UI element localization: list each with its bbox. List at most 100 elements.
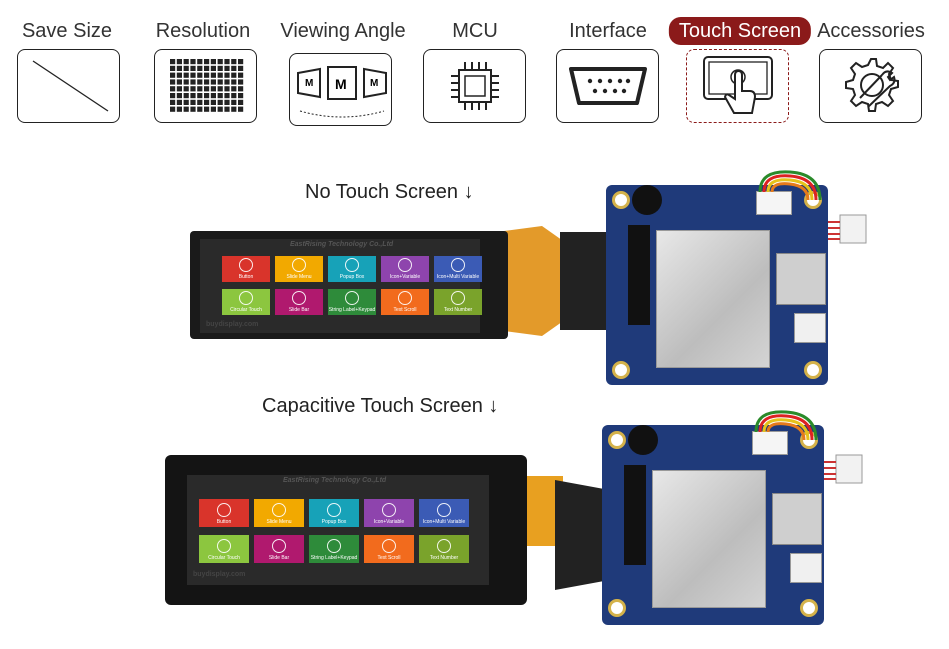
header-connector: [756, 191, 792, 215]
grid-pixel: [217, 72, 223, 78]
grid-pixel: [237, 65, 243, 71]
grid-pixel: [196, 86, 202, 92]
grid-pixel: [196, 72, 202, 78]
mount-hole: [804, 361, 822, 379]
lcd-tile: Icon+Variable: [364, 499, 414, 527]
grid-pixel: [210, 93, 216, 99]
grid-pixel: [230, 72, 236, 78]
grid-pixel: [189, 72, 196, 78]
tab-resolution[interactable]: [154, 49, 257, 123]
grid-pixel: [203, 72, 209, 78]
lcd-tile: String Label+Keypad: [328, 289, 376, 315]
grid-pixel: [237, 72, 243, 78]
grid-pixel: [230, 86, 236, 92]
grid-pixel: [176, 106, 182, 112]
wire-harness: [754, 410, 863, 484]
tab-accessories[interactable]: [819, 49, 922, 123]
grid-pixel: [223, 99, 230, 105]
tab-interface[interactable]: [556, 49, 659, 123]
grid-pixel: [210, 86, 216, 92]
pcb-board: [602, 425, 824, 625]
tile-icon: [239, 258, 253, 272]
tile-icon: [239, 291, 253, 305]
grid-pixel: [237, 86, 243, 92]
tile-label: Icon+Variable: [389, 274, 421, 280]
grid-pixel: [169, 86, 175, 92]
mount-hole: [800, 599, 818, 617]
tab-interface-label[interactable]: Interface: [569, 20, 647, 42]
grid-pixel: [230, 65, 236, 71]
grid-pixel: [189, 99, 196, 105]
lcd-tile: Text Scroll: [381, 289, 429, 315]
tile-label: Icon+Variable: [373, 519, 405, 525]
tile-icon: [272, 539, 286, 553]
grid-pixel: [183, 106, 189, 112]
grid-pixel: [189, 65, 196, 71]
tile-icon: [345, 291, 359, 305]
buzzer: [632, 185, 662, 215]
tab-save-size[interactable]: [17, 49, 120, 123]
tile-label: Text Number: [429, 555, 459, 561]
grid-pixel: [210, 59, 216, 65]
wire-harness: [758, 170, 867, 244]
fpc-connector: [628, 225, 650, 325]
tab-mcu[interactable]: [423, 49, 526, 123]
lcd-tile: Icon+Variable: [381, 256, 429, 282]
tab-accessories-label[interactable]: Accessories: [817, 20, 925, 42]
grid-pixel: [210, 79, 216, 85]
grid-pixel: [223, 86, 230, 92]
tab-touch-screen-label[interactable]: Touch Screen: [668, 17, 812, 45]
header-connector: [752, 431, 788, 455]
lcd-tile: Icon+Multi Variable: [419, 499, 469, 527]
tile-icon: [292, 291, 306, 305]
pcb-board: [606, 185, 828, 385]
tile-label: String Label+Keypad: [310, 555, 358, 561]
grid-pixel: [176, 93, 182, 99]
grid-pixel: [183, 72, 189, 78]
tile-icon: [437, 539, 451, 553]
grid-pixel: [230, 93, 236, 99]
grid-pixel: [217, 79, 223, 85]
grid-pixel: [217, 93, 223, 99]
grid-pixel: [210, 99, 216, 105]
lcd-tile: Button: [199, 499, 249, 527]
lcd-title: EastRising Technology Co.,Ltd: [283, 477, 387, 484]
grid-pixel: [183, 86, 189, 92]
tab-viewing-angle-label[interactable]: Viewing Angle: [280, 20, 406, 42]
tile-label: Circular Touch: [208, 555, 240, 561]
tab-viewing-angle[interactable]: M M M: [289, 53, 392, 126]
serial-port-icon: [568, 67, 647, 105]
tab-save-size-label[interactable]: Save Size: [21, 20, 113, 42]
grid-pixel: [196, 99, 202, 105]
grid-pixel: [189, 59, 196, 65]
grid-pixel: [203, 86, 209, 92]
tile-icon: [398, 291, 412, 305]
tab-touch-screen[interactable]: [686, 49, 789, 123]
tile-label: Popup Box: [339, 274, 365, 280]
metal-shield: [652, 470, 766, 608]
tab-resolution-label[interactable]: Resolution: [155, 20, 251, 42]
mount-hole: [608, 431, 626, 449]
grid-pixel: [223, 72, 230, 78]
lcd-tile: Circular Touch: [222, 289, 270, 315]
tile-icon: [217, 503, 231, 517]
fpc-connector: [624, 465, 646, 565]
fpc-cable: [560, 232, 610, 330]
grid-pixel: [217, 65, 223, 71]
tile-icon: [398, 258, 412, 272]
touch-hand-icon: [702, 56, 773, 114]
tile-label: Text Scroll: [377, 555, 401, 561]
buzzer: [628, 425, 658, 455]
grid-pixel: [217, 86, 223, 92]
tab-mcu-label[interactable]: MCU: [452, 20, 498, 42]
grid-pixel: [203, 79, 209, 85]
grid-pixel: [223, 79, 230, 85]
grid-pixel: [196, 65, 202, 71]
grid-pixel: [189, 79, 196, 85]
grid-pixel: [203, 99, 209, 105]
tile-icon: [451, 258, 465, 272]
section-caption-no-touch: No Touch Screen ↓: [305, 181, 474, 203]
grid-pixel: [223, 65, 230, 71]
tile-label: Slide Bar: [288, 307, 310, 313]
